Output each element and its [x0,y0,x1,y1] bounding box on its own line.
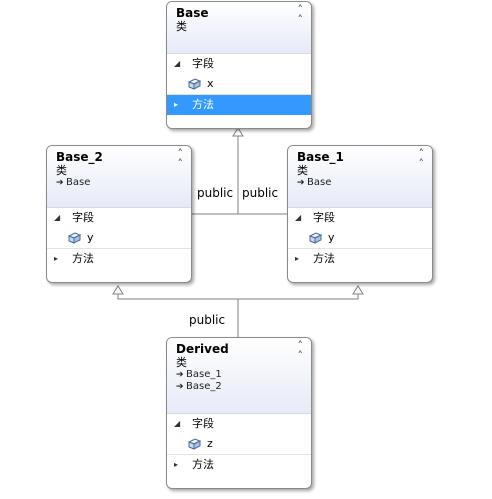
field-cube-icon [308,232,323,244]
fields-section-toggle[interactable]: ◢ 字段 [167,54,311,74]
class-name: Base [176,6,209,20]
class-kind: 类 [56,164,67,177]
base-class-ref: ➔Base_2 [176,381,222,392]
collapse-icon[interactable]: ˄˄ [297,339,304,362]
field-name: x [207,77,214,90]
fields-label: 字段 [72,211,94,224]
base-class-ref: ➔Base [56,177,91,188]
base-class-ref: ➔Base [297,177,332,188]
field-member[interactable]: y [47,228,191,248]
inheritance-arrowhead-base [232,127,244,137]
inheritance-arrowhead-base1 [352,285,364,295]
class-box-base[interactable]: Base 类 ˄˄ ◢ 字段 x ▸ 方法 [166,1,312,129]
class-kind: 类 [176,356,187,369]
fields-section-toggle[interactable]: ◢ 字段 [288,208,432,228]
class-kind: 类 [297,164,308,177]
class-box-derived[interactable]: Derived 类 ➔Base_1 ➔Base_2 ˄˄ ◢ 字段 z ▸ 方法 [166,337,312,489]
collapsed-triangle-icon: ▸ [174,460,179,469]
class-box-base-2[interactable]: Base_2 类 ➔Base ˄˄ ◢ 字段 y ▸ 方法 [46,145,192,283]
class-header-base-2[interactable]: Base_2 类 ➔Base ˄˄ [47,146,191,208]
field-name: z [207,437,213,450]
class-kind: 类 [176,20,187,33]
field-name: y [328,231,335,244]
class-box-base-1[interactable]: Base_1 类 ➔Base ˄˄ ◢ 字段 y ▸ 方法 [287,145,433,283]
fields-section-toggle[interactable]: ◢ 字段 [167,414,311,434]
collapsed-triangle-icon: ▸ [174,100,179,109]
class-header-base-1[interactable]: Base_1 类 ➔Base ˄˄ [288,146,432,208]
inherit-arrow-icon: ➔ [56,178,64,188]
connector-base2-to-base [190,133,239,215]
field-member[interactable]: y [288,228,432,248]
class-header-derived[interactable]: Derived 类 ➔Base_1 ➔Base_2 ˄˄ [167,338,311,414]
collapse-icon[interactable]: ˄˄ [297,3,304,26]
methods-section-toggle[interactable]: ▸ 方法 [288,248,432,269]
field-cube-icon [67,232,82,244]
collapse-icon[interactable]: ˄˄ [418,147,425,170]
methods-label: 方法 [313,252,335,265]
collapsed-triangle-icon: ▸ [295,254,300,263]
inherit-arrow-icon: ➔ [297,178,305,188]
expanded-triangle-icon: ◢ [54,213,61,222]
methods-section-toggle[interactable]: ▸ 方法 [167,454,311,475]
expanded-triangle-icon: ◢ [174,59,181,68]
class-name: Base_2 [56,150,103,164]
class-header-base[interactable]: Base 类 ˄˄ [167,2,311,54]
collapsed-triangle-icon: ▸ [54,254,59,263]
base-class-ref: ➔Base_1 [176,369,222,380]
fields-label: 字段 [192,57,214,70]
connector-label-base1-base: public [241,186,280,200]
inherit-arrow-icon: ➔ [176,382,184,392]
methods-label: 方法 [72,252,94,265]
connector-label-derived: public [188,313,227,327]
methods-section-toggle[interactable]: ▸ 方法 [167,94,311,115]
field-member[interactable]: x [167,74,311,94]
connector-derived-to-bases [117,292,239,337]
inherit-arrow-icon: ➔ [176,370,184,380]
expanded-triangle-icon: ◢ [295,213,302,222]
methods-label: 方法 [192,98,214,111]
field-name: y [87,231,94,244]
methods-section-toggle[interactable]: ▸ 方法 [47,248,191,269]
field-cube-icon [187,438,202,450]
field-member[interactable]: z [167,434,311,454]
fields-label: 字段 [192,417,214,430]
collapse-icon[interactable]: ˄˄ [177,147,184,170]
class-name: Derived [176,342,229,356]
fields-label: 字段 [313,211,335,224]
fields-section-toggle[interactable]: ◢ 字段 [47,208,191,228]
inheritance-arrowhead-base2 [112,285,124,295]
class-name: Base_1 [297,150,344,164]
methods-label: 方法 [192,458,214,471]
expanded-triangle-icon: ◢ [174,419,181,428]
field-cube-icon [187,78,202,90]
connector-label-base2-base: public [196,186,235,200]
